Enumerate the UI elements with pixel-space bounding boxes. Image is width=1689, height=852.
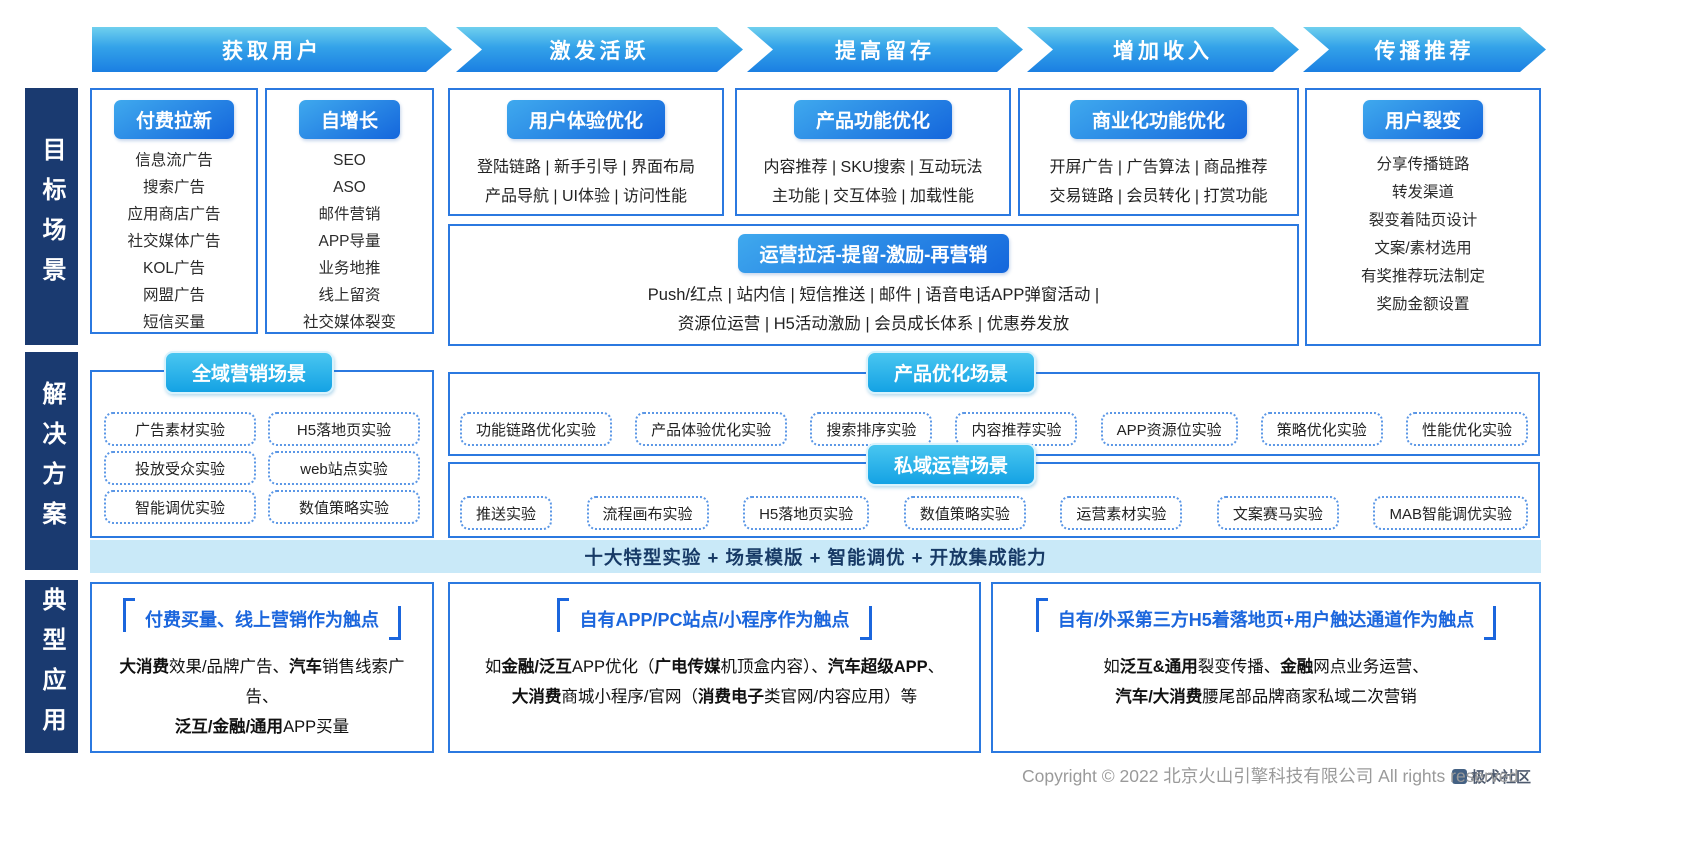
- copyright-text: Copyright © 2022 北京火山引擎科技有限公司 All rights…: [1022, 766, 1519, 786]
- scene-line: Push/红点 | 站内信 | 短信推送 | 邮件 | 语音电话APP弹窗活动 …: [647, 286, 1100, 304]
- experiment-chip: 运营素材实验: [1060, 496, 1183, 530]
- scene-item: 短信买量: [142, 314, 205, 331]
- bracket-right-icon: [389, 606, 401, 640]
- experiment-chip: 性能优化实验: [1405, 412, 1528, 446]
- scene-item: ASO: [333, 179, 366, 196]
- bracket-left-icon: [1035, 598, 1048, 632]
- experiment-chip: 投放受众实验: [104, 451, 256, 485]
- box-title: 自增长: [298, 100, 400, 139]
- scene-item: 社交媒体广告: [127, 233, 221, 250]
- section-label-target-scene: 目标场景: [25, 88, 78, 345]
- box-organic-growth: 自增长 SEO ASO 邮件营销 APP导量 业务地推 线上留资 社交媒体裂变: [265, 88, 434, 334]
- scene-line: 登陆链路 | 新手引导 | 界面布局: [476, 159, 696, 176]
- scene-item: KOL广告: [142, 260, 205, 277]
- community-logo-icon: [1452, 769, 1467, 784]
- scene-item: 线上留资: [318, 287, 381, 304]
- section-label-application: 典型应用: [25, 580, 78, 753]
- experiment-chip: 搜索排序实验: [810, 412, 933, 446]
- scene-item: 分享传播链路: [1376, 156, 1470, 173]
- experiment-chip: 功能链路优化实验: [460, 412, 613, 446]
- scene-item: 邮件营销: [318, 206, 381, 223]
- box-paid-acquisition: 付费拉新 信息流广告 搜索广告 应用商店广告 社交媒体广告 KOL广告 网盟广告…: [90, 88, 258, 334]
- funnel-stage-referral: 传播推荐: [1303, 27, 1546, 72]
- box-title: 运营拉活-提留-激励-再营销: [737, 234, 1010, 273]
- scene-item: 社交媒体裂变: [302, 314, 396, 331]
- scene-line: 交易链路 | 会员转化 | 打赏功能: [1049, 188, 1268, 205]
- scene-item: SEO: [333, 152, 366, 169]
- bracket-right-icon: [859, 606, 872, 640]
- app-title: 自有/外采第三方H5着落地页+用户触达通道作为触点: [1057, 610, 1475, 630]
- bracket-right-icon: [1484, 606, 1497, 640]
- scene-item: 奖励金额设置: [1376, 296, 1470, 313]
- global-marketing-scene-title: 全域营销场景: [164, 351, 335, 394]
- scene-item: APP导量: [318, 233, 381, 250]
- experiment-chip: 推送实验: [460, 496, 553, 530]
- community-watermark: 极术社区: [1452, 766, 1531, 787]
- box-operation-reactivation: 运营拉活-提留-激励-再营销 Push/红点 | 站内信 | 短信推送 | 邮件…: [448, 224, 1299, 346]
- experiment-chip: web站点实验: [268, 451, 420, 485]
- experiment-chip: 广告素材实验: [104, 412, 256, 446]
- app-body: 如金融/泛互APP优化（广电传媒机顶盒内容）、汽车超级APP、大消费商城小程序/…: [484, 658, 945, 706]
- section-label-solution: 解决方案: [25, 352, 78, 570]
- box-ux-optimization: 用户体验优化 登陆链路 | 新手引导 | 界面布局 产品导航 | UI体验 | …: [448, 88, 724, 216]
- box-monetization-optimization: 商业化功能优化 开屏广告 | 广告算法 | 商品推荐 交易链路 | 会员转化 |…: [1018, 88, 1299, 216]
- experiment-chip: 产品体验优化实验: [635, 412, 788, 446]
- funnel-stage-revenue: 增加收入: [1027, 27, 1299, 72]
- box-title: 产品功能优化: [793, 100, 952, 139]
- app-title: 付费买量、线上营销作为触点: [145, 610, 379, 630]
- scene-line: 资源位运营 | H5活动激励 | 会员成长体系 | 优惠券发放: [677, 315, 1070, 333]
- scene-line: 内容推荐 | SKU搜索 | 互动玩法: [763, 159, 983, 176]
- scene-item: 应用商店广告: [127, 206, 221, 223]
- funnel-stage-activate: 激发活跃: [456, 27, 743, 72]
- bracket-left-icon: [557, 598, 570, 632]
- product-optimization-chips: 功能链路优化实验 产品体验优化实验 搜索排序实验 内容推荐实验 APP资源位实验…: [460, 412, 1528, 446]
- box-title: 用户体验优化: [506, 100, 665, 139]
- scene-item: 网盟广告: [142, 287, 205, 304]
- experiment-chip: 文案赛马实验: [1216, 496, 1339, 530]
- experiment-chip: 内容推荐实验: [955, 412, 1078, 446]
- box-user-fission: 用户裂变 分享传播链路 转发渠道 裂变着陆页设计 文案/素材选用 有奖推荐玩法制…: [1305, 88, 1541, 346]
- scene-item: 文案/素材选用: [1374, 240, 1472, 257]
- bracket-left-icon: [123, 598, 135, 632]
- experiment-chip: 流程画布实验: [586, 496, 709, 530]
- experiment-chip: 策略优化实验: [1260, 412, 1383, 446]
- scene-line: 开屏广告 | 广告算法 | 商品推荐: [1049, 159, 1268, 176]
- funnel-stage-acquire: 获取用户: [92, 27, 452, 72]
- app-title: 自有APP/PC站点/小程序作为触点: [579, 610, 850, 630]
- scene-item: 信息流广告: [135, 152, 213, 169]
- scene-item: 裂变着陆页设计: [1368, 212, 1478, 229]
- product-optimization-scene-title: 产品优化场景: [866, 351, 1037, 394]
- private-operation-chips: 推送实验 流程画布实验 H5落地页实验 数值策略实验 运营素材实验 文案赛马实验…: [460, 496, 1528, 530]
- box-app-owned-touchpoint: 自有APP/PC站点/小程序作为触点 如金融/泛互APP优化（广电传媒机顶盒内容…: [448, 582, 981, 753]
- funnel-stage-retain: 提高留存: [747, 27, 1023, 72]
- app-body: 大消费效果/品牌广告、汽车销售线索广告、泛互/金融/通用APP买量: [119, 658, 405, 736]
- app-body: 如泛互&通用裂变传播、金融网点业务运营、汽车/大消费腰尾部品牌商家私域二次营销: [1103, 658, 1429, 706]
- box-title: 用户裂变: [1362, 100, 1483, 139]
- experiment-chip: 数值策略实验: [903, 496, 1026, 530]
- box-title: 商业化功能优化: [1069, 100, 1247, 139]
- experiment-chip: 智能调优实验: [104, 490, 256, 524]
- scene-item: 搜索广告: [142, 179, 205, 196]
- box-app-paid-touchpoint: 付费买量、线上营销作为触点 大消费效果/品牌广告、汽车销售线索广告、泛互/金融/…: [90, 582, 434, 753]
- scene-line: 产品导航 | UI体验 | 访问性能: [484, 188, 688, 205]
- experiment-chip: H5落地页实验: [268, 412, 420, 446]
- scene-item: 业务地推: [318, 260, 381, 277]
- scene-line: 主功能 | 交互体验 | 加载性能: [771, 188, 975, 205]
- box-title: 付费拉新: [113, 100, 234, 139]
- box-feature-optimization: 产品功能优化 内容推荐 | SKU搜索 | 互动玩法 主功能 | 交互体验 | …: [735, 88, 1011, 216]
- experiment-chip: 数值策略实验: [268, 490, 420, 524]
- experiment-chip: MAB智能调优实验: [1373, 496, 1528, 530]
- capability-strip: 十大特型实验 + 场景模版 + 智能调优 + 开放集成能力: [90, 540, 1541, 573]
- box-app-h5-touchpoint: 自有/外采第三方H5着落地页+用户触达通道作为触点 如泛互&通用裂变传播、金融网…: [991, 582, 1541, 753]
- scene-item: 转发渠道: [1391, 184, 1454, 201]
- experiment-chip: APP资源位实验: [1100, 412, 1238, 446]
- experiment-chip: H5落地页实验: [743, 496, 870, 530]
- scene-item: 有奖推荐玩法制定: [1360, 268, 1485, 285]
- watermark-text: 极术社区: [1471, 769, 1532, 786]
- private-operation-scene-title: 私域运营场景: [866, 443, 1037, 486]
